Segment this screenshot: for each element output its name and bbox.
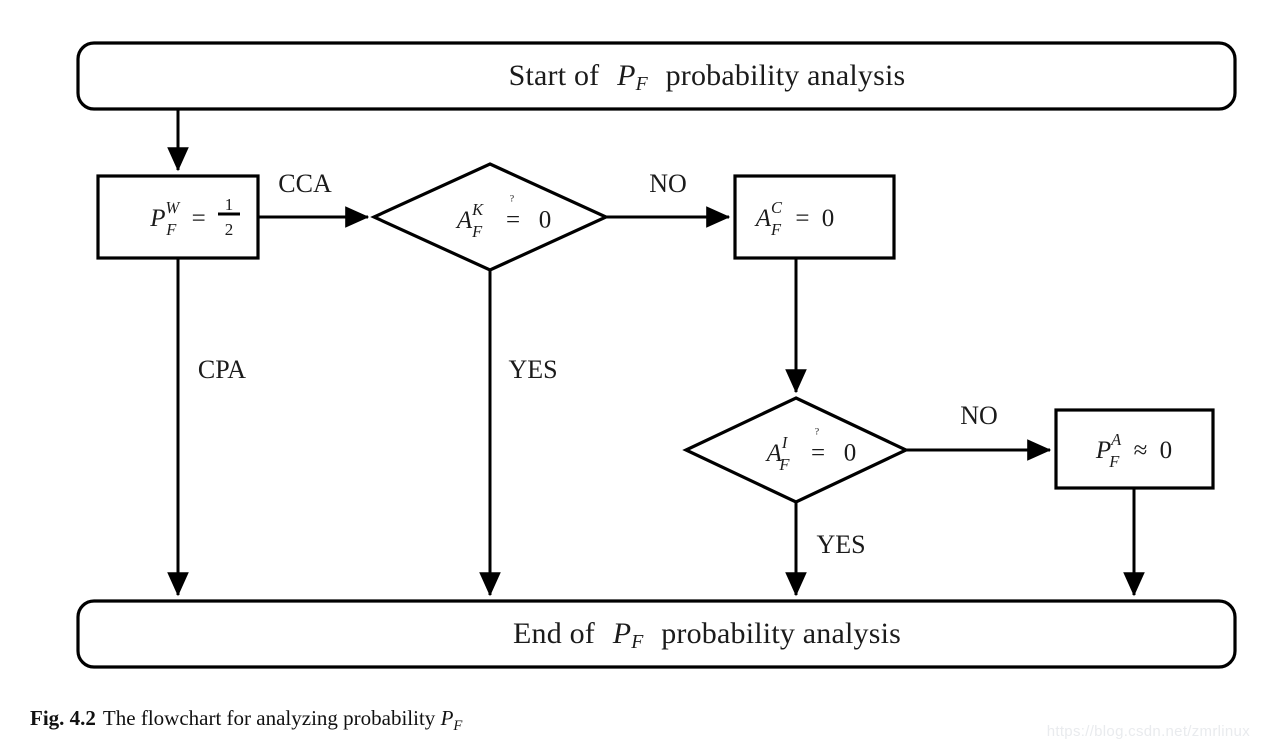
edge-label-yes-i: YES <box>816 530 865 559</box>
pfw-rect-shape <box>96 174 260 260</box>
decision-k-diamond-shape <box>370 162 610 272</box>
decision-i-diamond-shape <box>682 396 910 504</box>
edge-decision-k-no: NO <box>606 169 731 228</box>
flowchart-canvas: CCA NO YES CPA NO YES <box>76 41 1237 669</box>
edge-label-no-i: NO <box>960 401 998 430</box>
decision-i-operator: = <box>811 440 825 467</box>
edge-label-cpa: CPA <box>198 355 246 384</box>
fraction-numerator: 1 <box>225 195 234 214</box>
fraction-denominator: 2 <box>225 220 234 239</box>
pfw-fraction: 1 2 <box>218 195 240 239</box>
edge-decision-i-yes: YES <box>785 502 866 597</box>
decision-i-value: 0 <box>844 440 857 467</box>
caption-tag: Fig. 4.2 <box>30 706 96 730</box>
caption-math-base: P <box>440 706 454 730</box>
pfa-rect-shape <box>1054 408 1215 490</box>
edge-decision-i-no: NO <box>906 401 1052 461</box>
node-start[interactable]: Start of PF probability analysis <box>76 41 1237 111</box>
edge-pfw-to-end: CPA <box>167 258 246 597</box>
caption-math: PF <box>435 706 463 734</box>
end-label: End of PF probability analysis <box>513 617 901 657</box>
end-terminator-shape <box>76 599 1237 669</box>
decision-k-operator: = <box>506 207 520 234</box>
caption-text: The flowchart for analyzing probability <box>102 706 436 730</box>
node-end[interactable]: End of PF probability analysis <box>76 599 1237 669</box>
decision-i-question: ? <box>815 426 819 437</box>
edge-label-no-k: NO <box>649 169 687 198</box>
start-terminator-shape <box>76 41 1237 111</box>
watermark-text: https://blog.csdn.net/zmrlinux <box>1046 723 1250 740</box>
start-label: Start of PF probability analysis <box>509 59 906 99</box>
afc-rect-shape <box>733 174 896 260</box>
edge-decision-k-yes: YES <box>479 270 558 597</box>
edge-label-yes-k: YES <box>508 355 557 384</box>
decision-k-question: ? <box>510 193 514 204</box>
decision-k-value: 0 <box>539 207 552 234</box>
edge-pfw-to-decision-k: CCA <box>258 169 370 228</box>
caption-math-sub: F <box>453 718 463 735</box>
edge-label-cca: CCA <box>278 169 332 198</box>
